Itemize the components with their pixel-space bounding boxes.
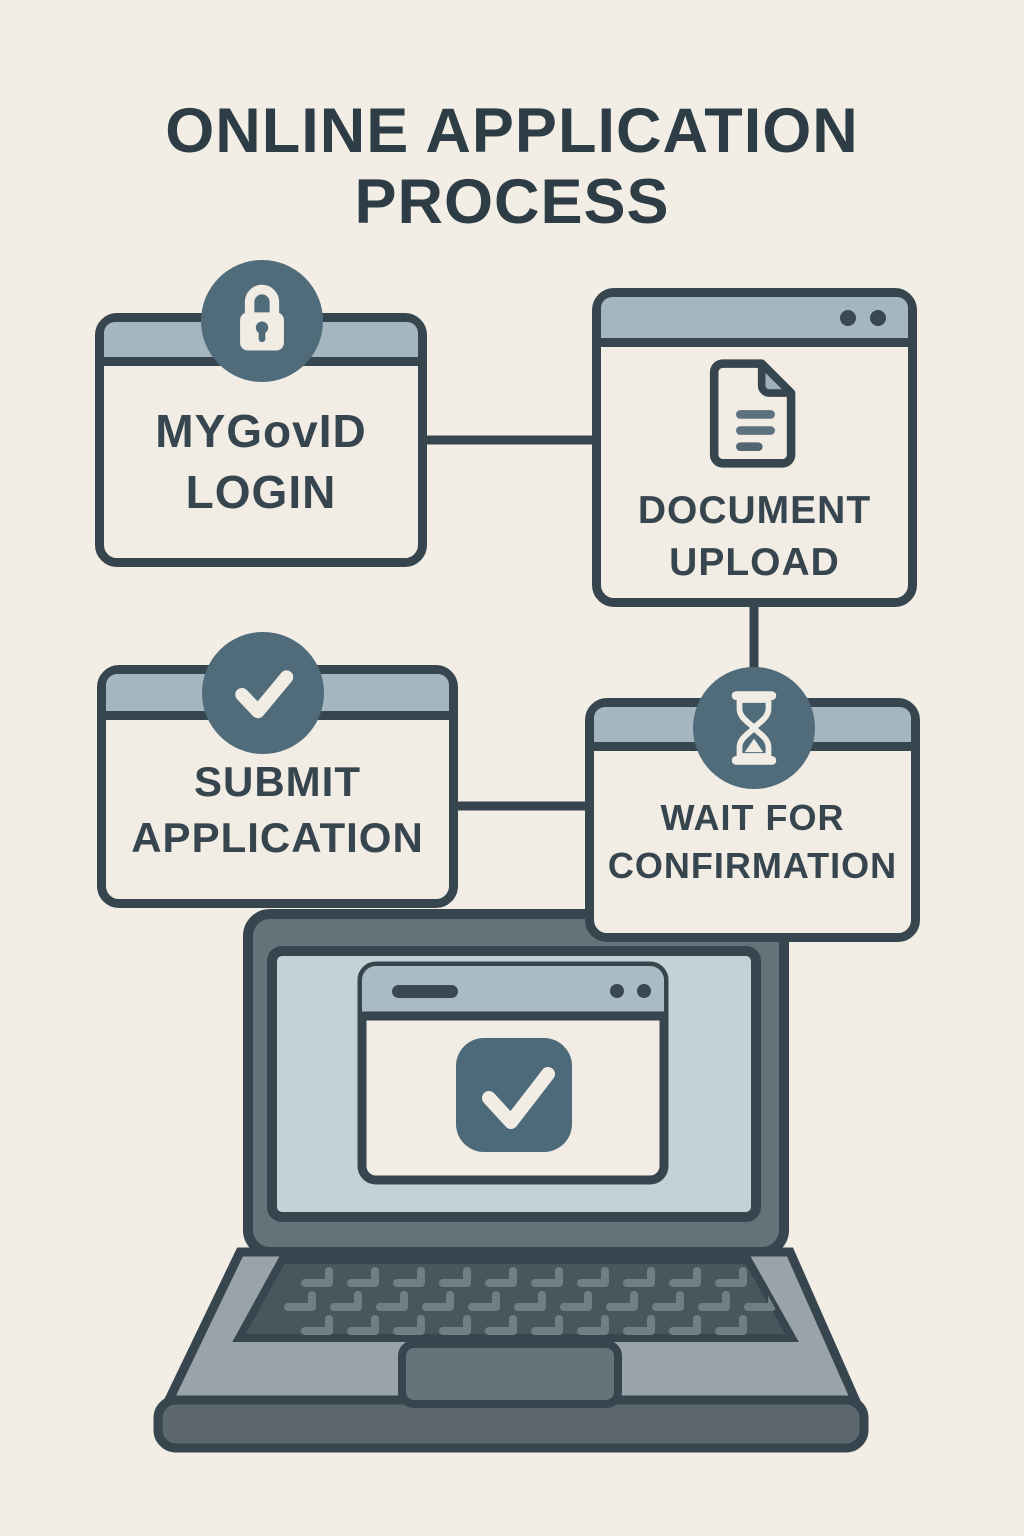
lock-badge bbox=[201, 260, 323, 382]
screen-check-badge bbox=[456, 1038, 572, 1152]
step-label: MYGovID LOGIN bbox=[155, 405, 367, 518]
page-title: ONLINE APPLICATION PROCESS bbox=[165, 96, 859, 237]
document-icon bbox=[709, 359, 795, 468]
step-label: SUBMIT APPLICATION bbox=[131, 758, 424, 861]
window-dots bbox=[840, 309, 886, 326]
window-dot-icon bbox=[610, 984, 624, 998]
step-box-document-upload: DOCUMENT UPLOAD bbox=[592, 288, 917, 607]
browser-menu-dash-icon bbox=[392, 985, 458, 998]
lock-icon bbox=[240, 284, 284, 351]
checkmark-icon bbox=[482, 1067, 555, 1129]
check-badge bbox=[202, 632, 324, 754]
hourglass-badge bbox=[693, 667, 815, 789]
step-label: WAIT FOR CONFIRMATION bbox=[607, 797, 898, 886]
browser-header bbox=[362, 966, 664, 1014]
window-dot-icon bbox=[637, 984, 651, 998]
window-dot-icon bbox=[870, 309, 886, 326]
checkmark-icon bbox=[235, 670, 294, 719]
hourglass-icon bbox=[731, 691, 777, 765]
laptop-trackpad bbox=[398, 1340, 622, 1408]
step-box-header bbox=[601, 297, 908, 347]
window-dot-icon bbox=[840, 309, 856, 326]
step-label: DOCUMENT UPLOAD bbox=[637, 489, 872, 584]
